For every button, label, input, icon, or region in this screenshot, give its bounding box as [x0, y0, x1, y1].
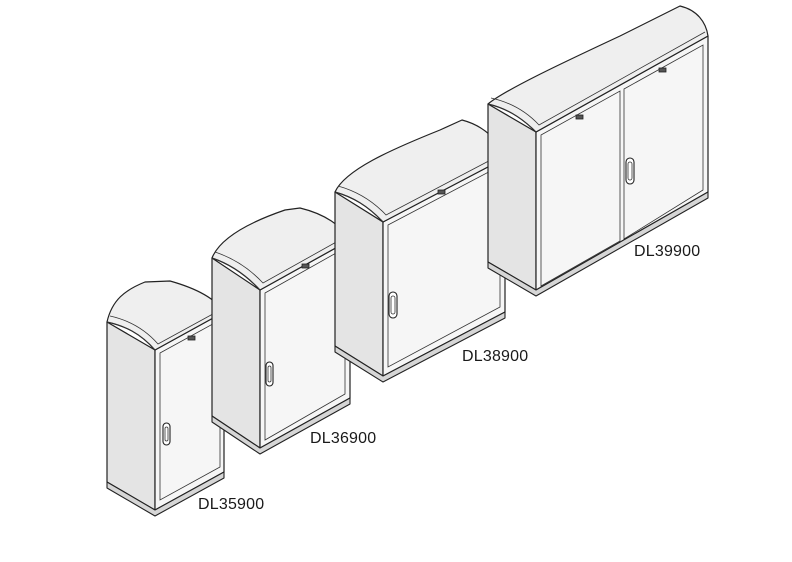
cabinet-door	[159, 319, 221, 501]
cabinet-side-panel	[211, 257, 261, 449]
model-label-dl38900: DL38900	[462, 348, 529, 365]
cabinet-plinth	[106, 471, 225, 517]
lock-icon	[575, 114, 584, 120]
model-label-dl36900: DL36900	[310, 430, 377, 447]
cabinet-plinth	[211, 397, 351, 455]
cabinet-side-panel	[487, 103, 537, 291]
model-label-dl39900: DL39900	[634, 243, 701, 260]
cabinet-door	[387, 165, 501, 368]
cabinet-dl38900	[334, 119, 506, 383]
lock-icon	[658, 67, 667, 73]
cabinet-dl35900	[106, 280, 225, 517]
cabinet-door	[264, 247, 346, 441]
cabinet-dl39900	[487, 5, 709, 297]
cabinet-door-right	[623, 44, 704, 240]
cabinet-side-panel	[106, 321, 156, 511]
door-handle-icon	[162, 422, 171, 446]
model-label-dl35900: DL35900	[198, 496, 265, 513]
lock-icon	[187, 335, 196, 341]
cabinet-plinth	[487, 191, 709, 297]
cabinet-dl36900	[211, 207, 351, 455]
lock-icon	[437, 189, 446, 195]
lock-icon	[301, 263, 310, 269]
cabinet-door-left	[540, 90, 621, 287]
cabinet-side-panel	[334, 191, 384, 377]
cabinet-plinth	[334, 311, 506, 383]
